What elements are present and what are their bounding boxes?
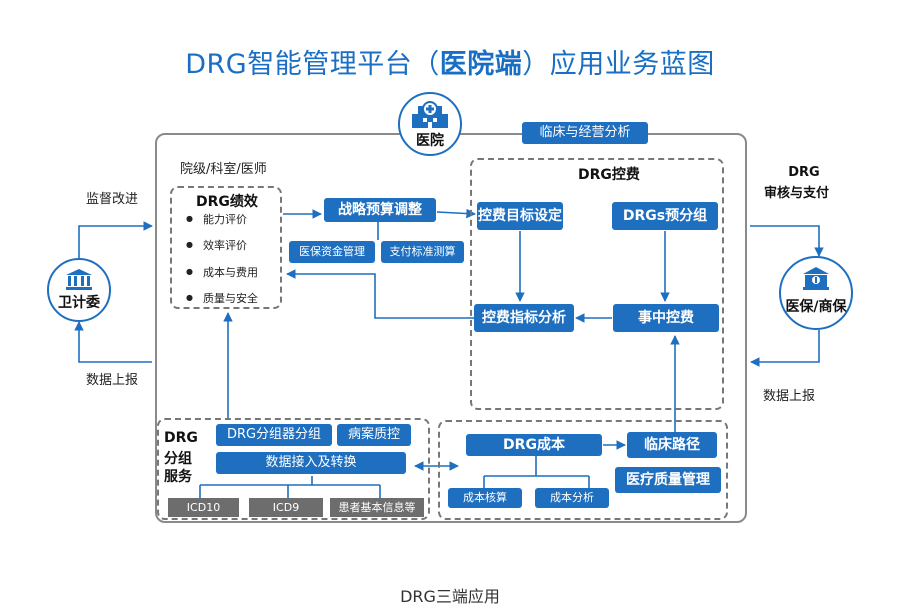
hospital-label: 医院: [416, 133, 444, 149]
right-top-text-2: 审核与支付: [764, 186, 830, 201]
government-building-icon: [66, 269, 92, 290]
grouping-title-2: 分组: [164, 451, 192, 467]
performance-item: 效率评价: [186, 237, 247, 253]
right-top-text-1: DRG: [788, 165, 820, 180]
strategy-budget-box: 战略预算调整: [324, 198, 436, 222]
performance-title: DRG绩效: [196, 194, 258, 210]
drg-cost-box: DRG成本: [466, 434, 602, 456]
performance-item: 质量与安全: [186, 290, 258, 306]
icd9-box: ICD9: [249, 498, 323, 517]
cost-analysis-box: 成本分析: [535, 488, 609, 508]
insurance-label: 医保/商保: [785, 299, 847, 315]
performance-panel: [170, 186, 282, 309]
case-qc-box: 病案质控: [337, 424, 411, 446]
cost-panel: [438, 420, 728, 520]
hospital-icon: [412, 101, 448, 128]
clinical-pathway-box: 临床路径: [627, 432, 717, 458]
clinical-analysis-label: 临床与经营分析: [522, 122, 648, 144]
cost-accounting-box: 成本核算: [448, 488, 522, 508]
grouper-box: DRG分组器分组: [216, 424, 332, 446]
pregroup-box: DRGs预分组: [612, 202, 718, 230]
patient-info-box: 患者基本信息等: [330, 498, 424, 517]
left-top-text: 监督改进: [86, 192, 139, 207]
during-control-box: 事中控费: [613, 304, 719, 332]
hospital-badge: 医院: [398, 92, 462, 156]
payment-standard-box: 支付标准测算: [381, 241, 464, 263]
right-bottom-text: 数据上报: [763, 389, 816, 404]
left-bottom-text: 数据上报: [86, 373, 139, 388]
health-commission-badge: 卫计委: [47, 258, 111, 322]
cost-control-title: DRG控费: [578, 167, 640, 183]
data-ingest-box: 数据接入及转换: [216, 452, 406, 474]
health-commission-label: 卫计委: [58, 295, 100, 311]
performance-item: 能力评价: [186, 211, 247, 227]
grouping-title-1: DRG: [164, 430, 198, 446]
figure-caption: DRG三端应用: [400, 587, 500, 606]
icd10-box: ICD10: [168, 498, 239, 517]
quality-management-box: 医疗质量管理: [615, 467, 721, 493]
insurance-fund-box: 医保资金管理: [289, 241, 375, 263]
control-target-box: 控费目标设定: [477, 202, 563, 230]
performance-item: 成本与费用: [186, 264, 258, 280]
grouping-panel: [157, 418, 430, 520]
cost-control-panel: [470, 158, 724, 410]
page-title: DRG智能管理平台（医院端）应用业务蓝图: [185, 49, 715, 80]
insurance-bank-icon: [803, 267, 829, 290]
control-analysis-box: 控费指标分析: [474, 304, 574, 332]
grouping-title-3: 服务: [164, 469, 192, 485]
levels-label: 院级/科室/医师: [180, 162, 267, 177]
insurance-badge: 医保/商保: [779, 256, 853, 330]
